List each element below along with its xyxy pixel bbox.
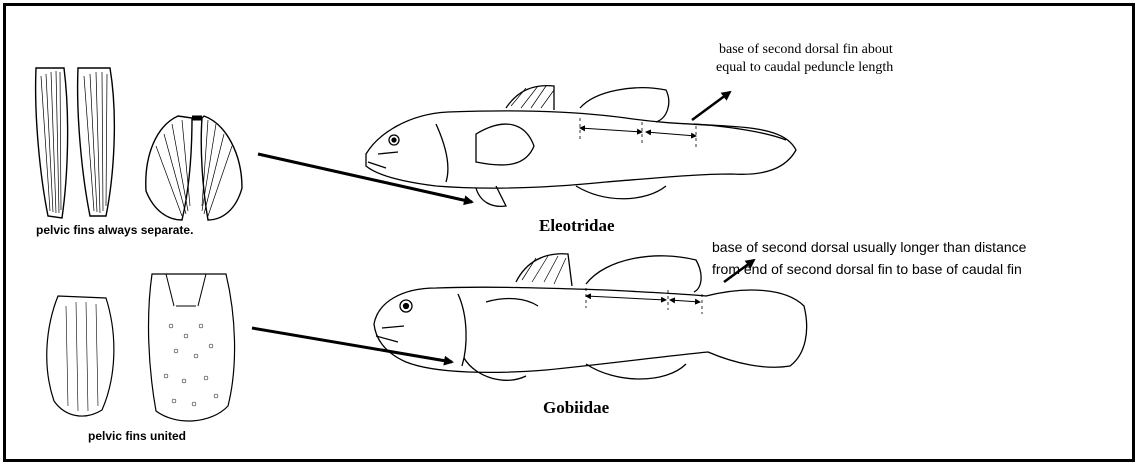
- pointer-arrows: [252, 92, 754, 362]
- pelvic-fins-separate-drawing: [36, 68, 242, 220]
- gobiidae-title: Gobiidae: [543, 398, 609, 418]
- gobiidae-note-line-2: from end of second dorsal fin to base of…: [712, 258, 1022, 280]
- figure-frame: pelvic fins always separate. pelvic fins…: [3, 3, 1135, 462]
- pelvic-fins-united-drawing: [47, 274, 235, 421]
- eleotridae-title: Eleotridae: [539, 216, 615, 236]
- eleotridae-fish-drawing: [366, 86, 796, 207]
- eleotridae-note-line-2: equal to caudal peduncle length: [716, 59, 893, 77]
- eleotridae-note-line-1: base of second dorsal fin about: [719, 41, 893, 59]
- pelvic-separate-caption: pelvic fins always separate.: [36, 223, 193, 237]
- separate-to-eleotridae-arrow: [258, 154, 472, 202]
- gobiidae-note-line-1: base of second dorsal usually longer tha…: [712, 236, 1026, 258]
- united-to-gobiidae-arrow: [252, 328, 452, 362]
- pelvic-united-caption: pelvic fins united: [88, 429, 186, 443]
- eleotridae-note-arrow: [692, 92, 730, 120]
